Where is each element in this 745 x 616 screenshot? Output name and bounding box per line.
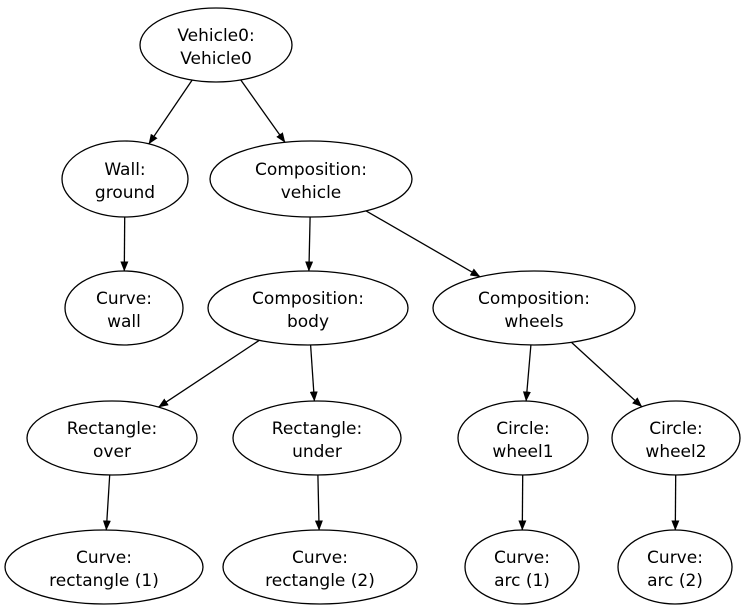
edge-comp-body-rect-under [309,344,318,402]
node-label-wall-ground-line1: Wall: [104,160,145,180]
node-ellipse-comp-wheels [432,270,636,346]
node-label-rect-over-line2: over [93,442,131,462]
node-label-comp-vehicle-line1: Composition: [255,160,367,180]
node-curve-rect2: Curve: rectangle (2) [222,529,418,605]
edge-vehicle0-comp-vehicle [240,79,286,143]
edge-comp-wheels-circle-wheel2 [571,341,643,408]
node-wall-ground: Wall: ground [61,140,189,218]
node-ellipse-wall-ground [61,140,189,218]
node-curve-arc1: Curve: arc (1) [464,529,580,605]
node-label-circle-wheel2-line2: wheel2 [645,442,706,462]
node-label-curve-rect1-line1: Curve: [76,548,132,568]
edge-comp-vehicle-comp-body [305,216,314,272]
node-label-vehicle0-line2: Vehicle0 [180,49,252,69]
node-ellipse-circle-wheel2 [611,400,741,476]
node-ellipse-curve-wall [64,270,184,346]
node-curve-wall: Curve: wall [64,270,184,346]
edge-rect-over-curve-rect1 [102,474,111,531]
node-ellipse-curve-rect2 [222,529,418,605]
edge-rect-under-curve-rect2 [314,474,323,531]
node-label-rect-under-line1: Rectangle: [272,419,362,439]
node-label-rect-under-line2: under [292,442,342,462]
node-ellipse-comp-vehicle [209,140,413,218]
edge-comp-vehicle-comp-wheels [365,210,481,278]
node-label-curve-arc1-line1: Curve: [494,548,550,568]
node-ellipse-comp-body [207,270,409,346]
node-ellipse-curve-rect1 [4,529,204,605]
edge-comp-body-rect-over [158,339,260,408]
node-curve-rect1: Curve: rectangle (1) [4,529,204,605]
node-label-curve-rect2-line2: rectangle (2) [265,571,375,591]
node-label-circle-wheel2-line1: Circle: [649,419,702,439]
edges-layer [102,79,680,531]
node-ellipse-vehicle0 [139,7,293,83]
node-vehicle0: Vehicle0: Vehicle0 [139,7,293,83]
node-ellipse-circle-wheel1 [457,400,589,476]
node-circle-wheel1: Circle: wheel1 [457,400,589,476]
nodes-layer: Vehicle0:Vehicle0Wall:groundComposition:… [4,7,741,605]
node-ellipse-curve-arc2 [617,529,733,605]
node-label-curve-rect2-line1: Curve: [292,548,348,568]
node-label-comp-vehicle-line2: vehicle [281,183,342,203]
node-comp-vehicle: Composition: vehicle [209,140,413,218]
node-label-curve-arc2-line2: arc (2) [647,571,703,591]
node-label-comp-wheels-line2: wheels [504,312,563,332]
node-label-vehicle0-line1: Vehicle0: [177,26,254,46]
node-rect-over: Rectangle: over [26,400,198,476]
node-label-circle-wheel1-line1: Circle: [496,419,549,439]
node-label-rect-over-line1: Rectangle: [67,419,157,439]
node-ellipse-rect-under [232,400,402,476]
edge-vehicle0-wall-ground [148,79,193,145]
node-label-curve-arc2-line1: Curve: [647,548,703,568]
node-curve-arc2: Curve: arc (2) [617,529,733,605]
node-rect-under: Rectangle: under [232,400,402,476]
node-circle-wheel2: Circle: wheel2 [611,400,741,476]
node-comp-body: Composition: body [207,270,409,346]
node-label-curve-wall-line2: wall [107,312,141,332]
node-comp-wheels: Composition: wheels [432,270,636,346]
node-ellipse-curve-arc1 [464,529,580,605]
node-label-circle-wheel1-line2: wheel1 [492,442,553,462]
node-label-comp-body-line2: body [287,312,329,332]
node-ellipse-rect-over [26,400,198,476]
node-label-curve-rect1-line2: rectangle (1) [49,571,159,591]
node-label-curve-wall-line1: Curve: [96,289,152,309]
node-label-wall-ground-line2: ground [95,183,155,203]
node-label-comp-wheels-line1: Composition: [478,289,590,309]
edge-comp-wheels-circle-wheel1 [522,344,532,402]
node-label-curve-arc1-line2: arc (1) [494,571,550,591]
node-label-comp-body-line1: Composition: [252,289,364,309]
